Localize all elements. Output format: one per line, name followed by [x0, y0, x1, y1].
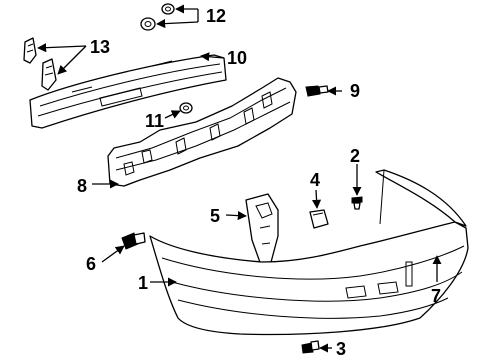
callout-4: 4 — [310, 170, 320, 190]
callout-7: 7 — [431, 286, 441, 306]
callout-1: 1 — [138, 273, 148, 293]
nut-part — [179, 102, 193, 114]
push-pin-part — [351, 196, 363, 210]
callout-10: 10 — [227, 48, 247, 68]
callout-2: 2 — [350, 146, 360, 166]
pad-part — [309, 209, 329, 229]
screw-part — [121, 232, 146, 250]
callout-11: 11 — [145, 111, 164, 131]
bolt-part — [305, 85, 329, 97]
bolt-part — [301, 340, 320, 354]
bumper-fascia-part — [149, 169, 469, 336]
nut-part — [140, 3, 175, 31]
callout-labels: 1 2 3 4 5 6 7 8 9 10 11 12 13 — [77, 6, 441, 359]
callout-6: 6 — [86, 254, 96, 274]
energy-absorber-part — [107, 77, 297, 187]
leader-lines — [37, 4, 442, 353]
callout-13: 13 — [90, 37, 110, 57]
callout-12: 12 — [206, 6, 226, 26]
callout-8: 8 — [77, 176, 87, 196]
callout-3: 3 — [336, 339, 346, 359]
bracket-part — [245, 193, 279, 269]
callout-9: 9 — [350, 81, 360, 101]
callout-5: 5 — [210, 206, 220, 226]
impact-bar-part — [29, 54, 227, 129]
retainer-bracket-part — [23, 37, 57, 91]
